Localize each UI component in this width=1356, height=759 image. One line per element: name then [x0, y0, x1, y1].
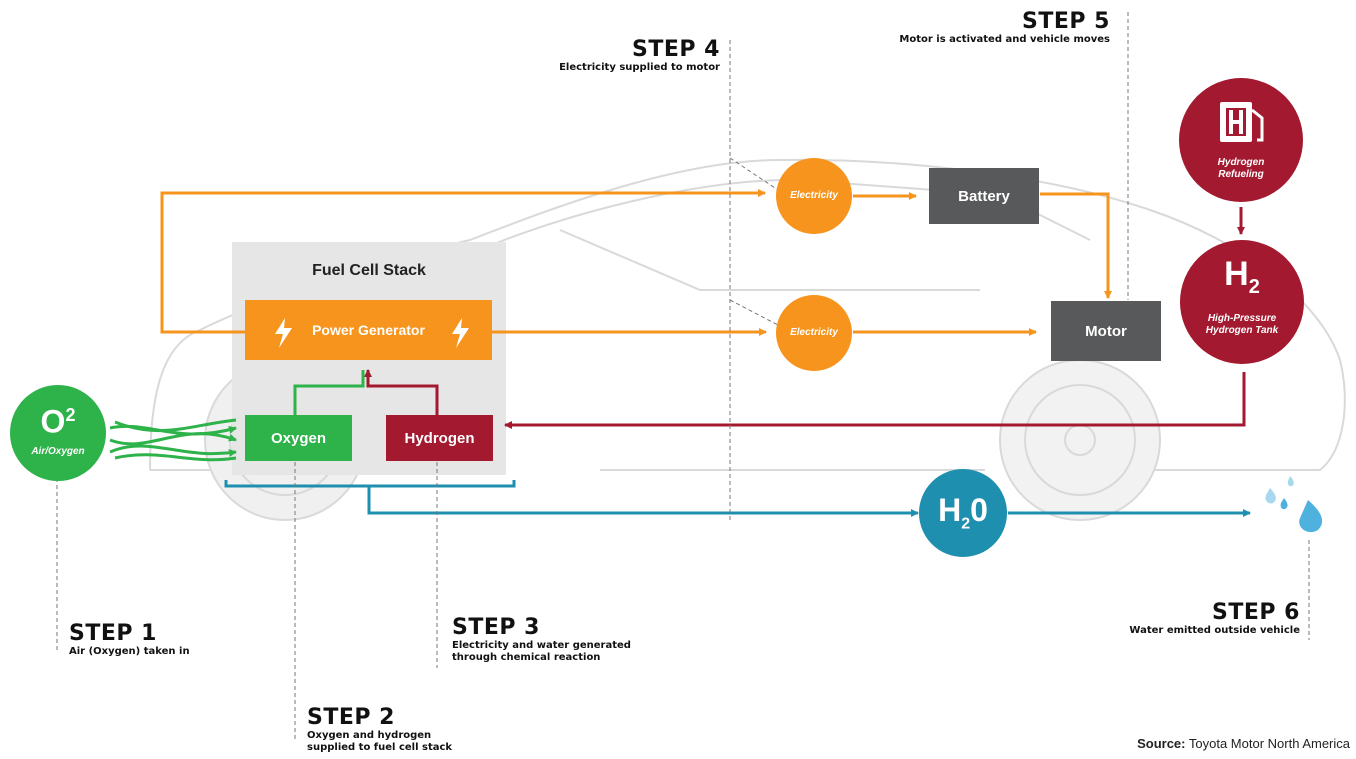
step-5: STEP 5 Motor is activated and vehicle mo…: [899, 10, 1110, 46]
source-label: Source:: [1137, 736, 1186, 751]
water-drops-icon: [1265, 476, 1323, 533]
step-5-desc: Motor is activated and vehicle moves: [899, 34, 1110, 45]
electricity-node-bottom: [776, 295, 852, 371]
lightning-bolt-icon: [275, 318, 292, 348]
step-4-title: STEP 4: [632, 37, 720, 62]
water-node: [919, 469, 1007, 557]
hydrogen-tank-node: [1180, 240, 1304, 364]
h2o-h: H: [938, 492, 962, 528]
step-3-desc-line1: Electricity and water generated: [452, 640, 631, 651]
step-2-title: STEP 2: [307, 705, 395, 730]
step-4: STEP 4 Electricity supplied to motor: [559, 38, 720, 74]
motor-box: [1051, 301, 1161, 361]
step-6: STEP 6 Water emitted outside vehicle: [1129, 601, 1300, 637]
water-flow: [224, 480, 1251, 517]
air-oxygen-node: [10, 385, 106, 481]
oxygen-label: Oxygen: [270, 429, 327, 447]
hydrogen-label: Hydrogen: [404, 429, 475, 447]
hydrogen-box: [386, 415, 493, 461]
power-generator-label: Power Generator: [312, 322, 425, 338]
fuel-cell-stack-title: Fuel Cell Stack: [312, 262, 426, 279]
step-6-title: STEP 6: [1212, 600, 1300, 625]
lightning-bolt-icon: [452, 318, 469, 348]
oxygen-flow: [109, 370, 365, 462]
step-2: STEP 2 Oxygen and hydrogen supplied to f…: [307, 706, 452, 754]
h2-letter: H: [1224, 255, 1249, 293]
motor-label: Motor: [1085, 322, 1127, 340]
step-2-desc-line2: supplied to fuel cell stack: [307, 742, 453, 753]
h2-symbol: H2: [1180, 256, 1304, 305]
h2-subscript: 2: [1248, 275, 1260, 298]
electricity-node-top: [776, 158, 852, 234]
step-1: STEP 1 Air (Oxygen) taken in: [69, 622, 190, 658]
h2o-symbol: H20: [919, 490, 1007, 544]
o2-symbol: O2: [10, 398, 106, 439]
step-3: STEP 3 Electricity and water generated t…: [452, 616, 631, 664]
o2-superscript: 2: [65, 405, 76, 425]
o2-letter: O: [40, 403, 66, 440]
step-1-desc: Air (Oxygen) taken in: [69, 646, 190, 657]
battery-label: Battery: [958, 187, 1010, 205]
step-3-title: STEP 3: [452, 615, 540, 640]
air-oxygen-caption: Air/Oxygen: [31, 446, 85, 457]
h2o-subscript: 2: [961, 515, 971, 533]
h2-tank-caption: High-Pressure Hydrogen Tank: [1205, 313, 1279, 336]
step-1-title: STEP 1: [69, 621, 157, 646]
step-3-desc-line2: through chemical reaction: [452, 652, 601, 663]
step-4-desc: Electricity supplied to motor: [559, 62, 720, 73]
step-6-desc: Water emitted outside vehicle: [1129, 625, 1300, 636]
hydrogen-flow: [364, 207, 1246, 429]
step-2-desc-line1: Oxygen and hydrogen: [307, 730, 432, 741]
fuel-pump-icon: [1220, 102, 1264, 142]
leader-lines: [56, 12, 1310, 740]
electricity-top-label: Electricity: [790, 190, 838, 201]
step-5-title: STEP 5: [1022, 9, 1110, 34]
source-credit: Source: Toyota Motor North America: [1137, 736, 1350, 751]
refueling-caption: Hydrogen Refueling: [1217, 157, 1265, 180]
oxygen-box: [245, 415, 352, 461]
electricity-flow: [160, 189, 1112, 336]
battery-box: [929, 168, 1039, 224]
source-text: Toyota Motor North America: [1188, 736, 1350, 751]
h2o-o: 0: [970, 492, 988, 528]
electricity-bottom-label: Electricity: [790, 327, 838, 338]
